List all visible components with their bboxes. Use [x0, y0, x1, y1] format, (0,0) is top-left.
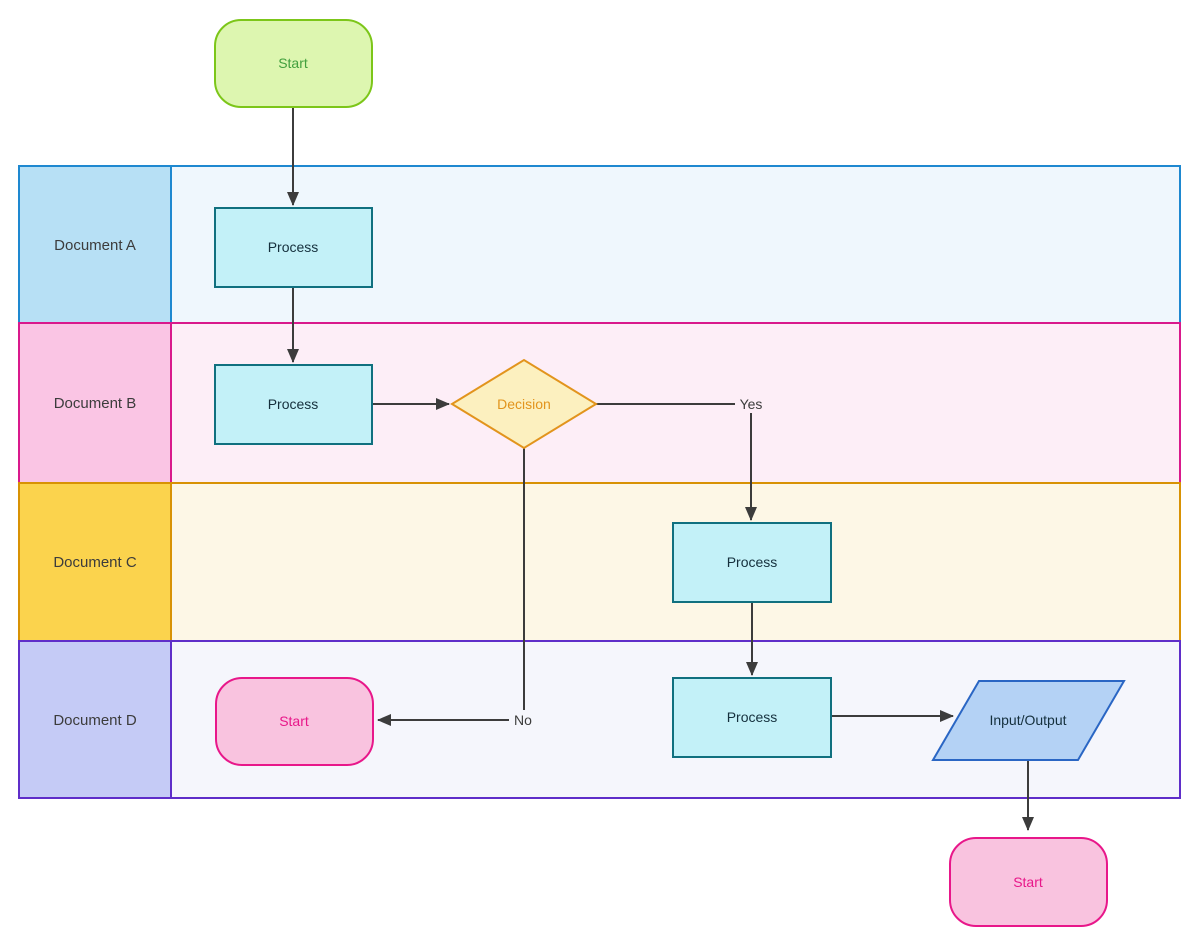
node-process-d[interactable] [672, 677, 832, 758]
node-io[interactable] [931, 680, 1126, 761]
edge-label-yes: Yes [740, 396, 763, 412]
node-process-b[interactable] [214, 364, 373, 445]
node-process-d-label: Process [727, 709, 778, 725]
node-decision-label: Decision [497, 396, 551, 412]
node-start-bottom[interactable] [949, 837, 1108, 927]
lane-b-label-cell[interactable] [18, 322, 172, 484]
edges: Yes No [287, 107, 1034, 831]
edge-label-no-bg [509, 710, 537, 729]
node-process-a-label: Process [268, 239, 319, 255]
node-start-mid-label: Start [279, 713, 309, 729]
node-process-c[interactable] [672, 522, 832, 603]
node-start-top[interactable] [214, 19, 373, 108]
lane-a-label-cell[interactable] [18, 165, 172, 324]
node-start-bottom-label: Start [1013, 874, 1043, 890]
node-start-top-label: Start [278, 55, 308, 71]
lane-c-label-cell[interactable] [18, 482, 172, 642]
node-process-c-label: Process [727, 554, 778, 570]
lane-d-label: Document D [53, 712, 137, 729]
lane-c-label: Document C [53, 554, 137, 571]
lane-d-label-cell[interactable] [18, 640, 172, 799]
node-decision[interactable] [450, 358, 598, 450]
nodes: Start Process Process Decision Process P… [214, 19, 1126, 927]
node-io-label: Input/Output [989, 712, 1066, 728]
node-process-b-label: Process [268, 396, 319, 412]
lane-b-label: Document B [54, 395, 137, 412]
lane-a-label: Document A [54, 237, 136, 254]
node-process-a[interactable] [214, 207, 373, 288]
edge-label-yes-bg [735, 394, 767, 413]
node-start-mid[interactable] [215, 677, 374, 766]
edge-label-no: No [514, 712, 532, 728]
